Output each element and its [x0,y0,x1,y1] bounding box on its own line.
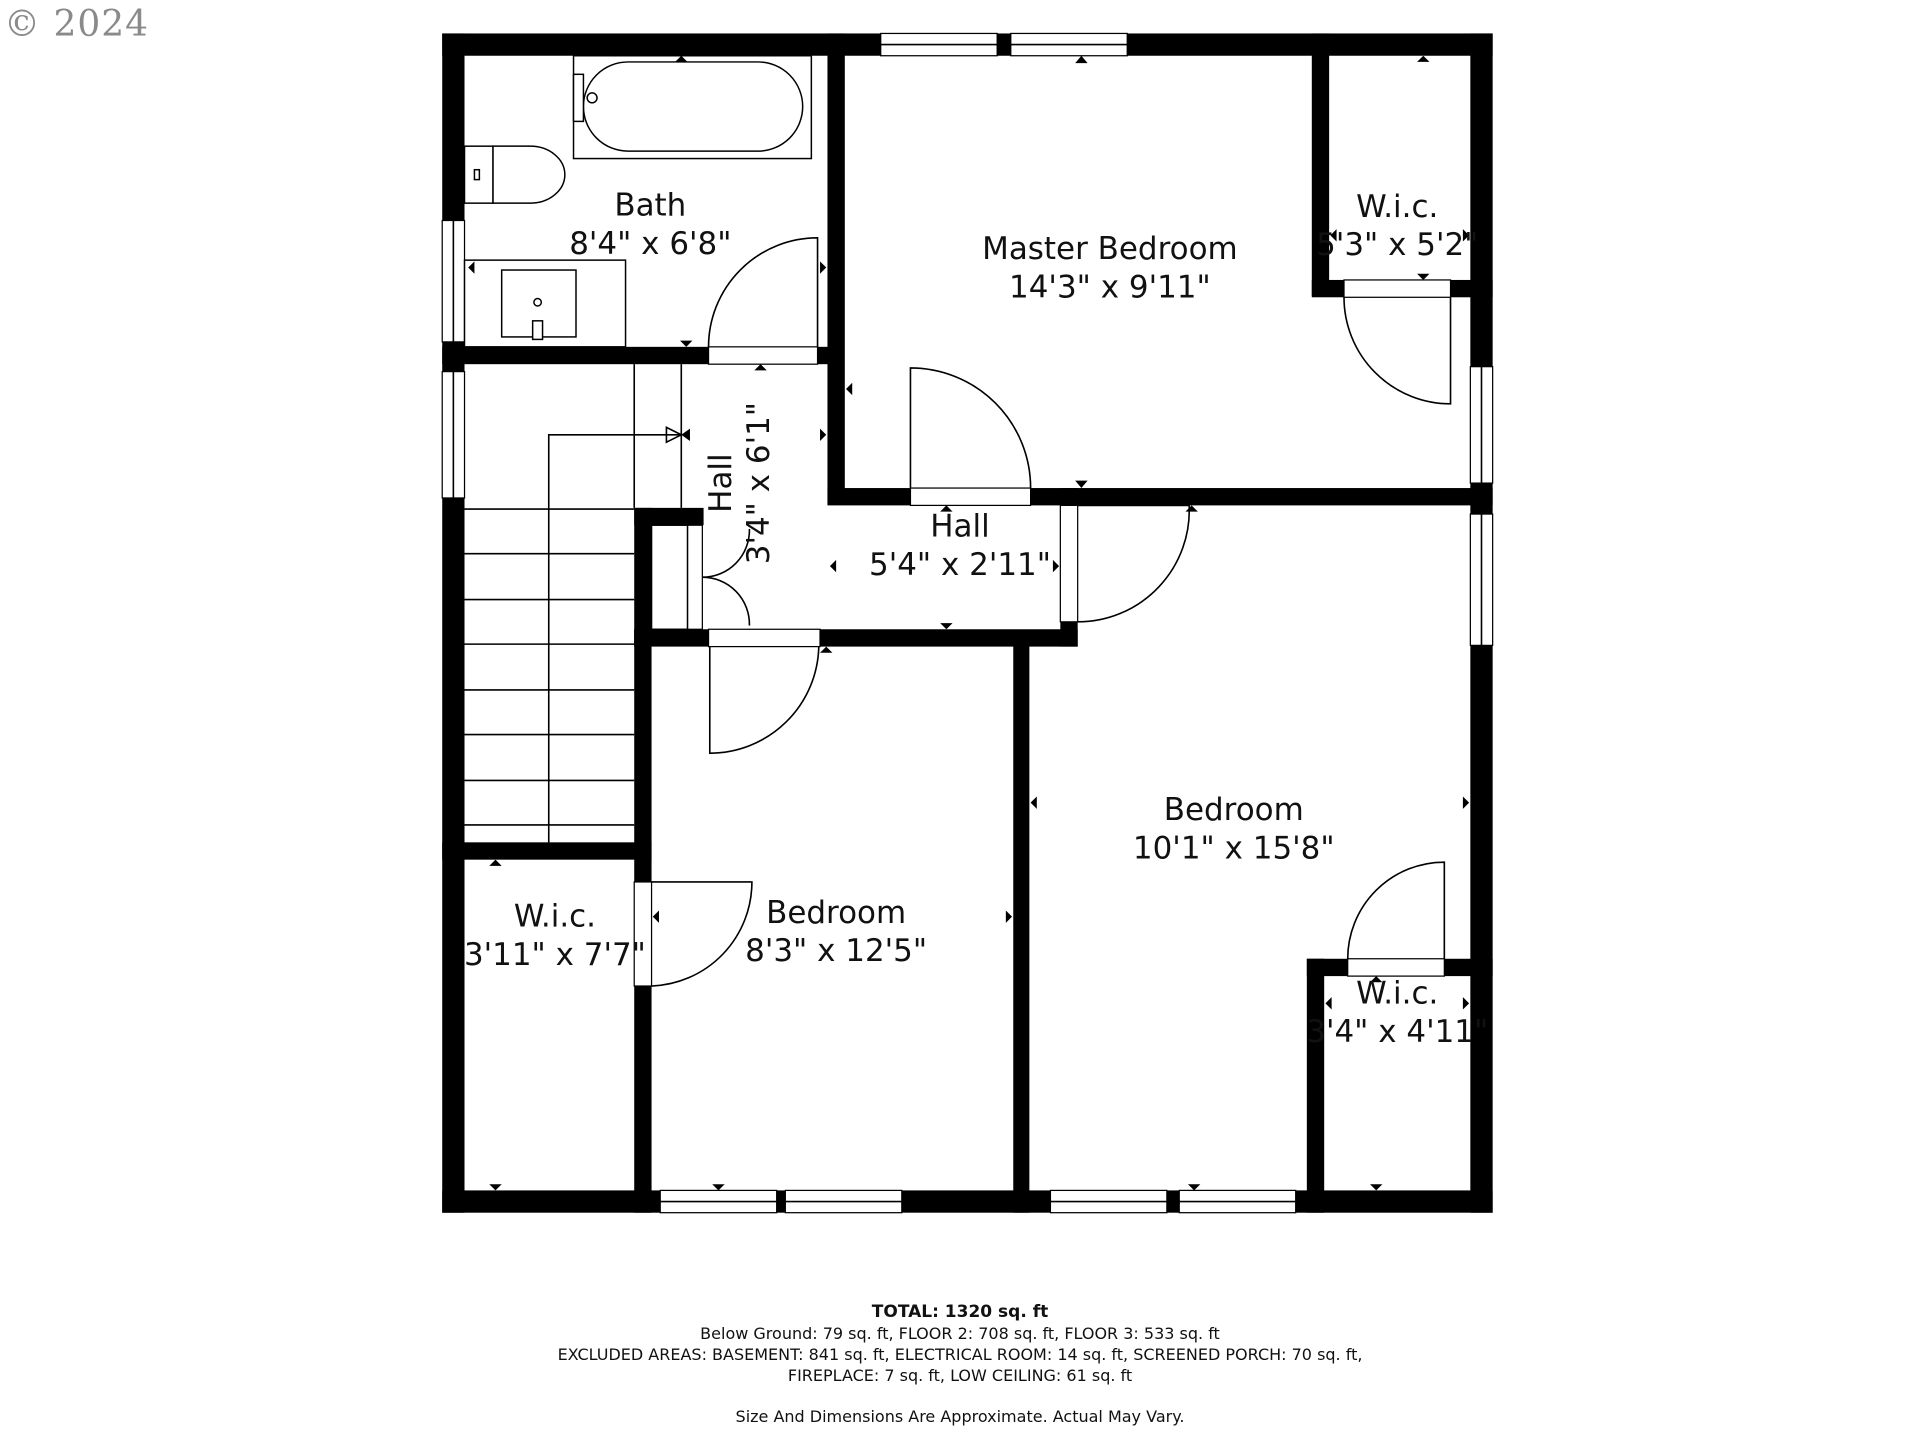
room-name: Bath [614,188,686,224]
room-name: W.i.c. [514,899,596,935]
room-name: Hall [703,453,739,512]
bath-fixtures [463,54,813,348]
toilet-bowl [492,145,566,204]
room-label-wic-right: W.i.c. 3'4" x 4'11" [1306,975,1488,1049]
room-label-master-bedroom: Master Bedroom 14'3" x 9'11" [982,231,1238,305]
room-label-bedroom-left: Bedroom 8'3" x 12'5" [745,895,927,969]
room-dimensions: 3'4" x 6'1" [741,402,777,564]
room-dimensions: 10'1" x 15'8" [1133,830,1335,866]
room-label-wic-left: W.i.c. 3'11" x 7'7" [464,899,646,973]
total-area: TOTAL: 1320 sq. ft [871,1302,1049,1322]
windows [441,32,1494,1214]
staircase [464,364,690,843]
room-name: W.i.c. [1356,189,1438,225]
faucet-icon [572,73,585,123]
room-dimensions: 3'4" x 4'11" [1306,1014,1488,1050]
room-dimensions: 14'3" x 9'11" [1009,269,1211,305]
disclaimer: Size And Dimensions Are Approximate. Act… [735,1407,1185,1426]
room-dimensions: 8'4" x 6'8" [569,226,731,262]
room-name: Master Bedroom [982,231,1238,267]
doors [633,237,1452,987]
floor-areas: Below Ground: 79 sq. ft, FLOOR 2: 708 sq… [700,1324,1220,1343]
room-name: Bedroom [1164,792,1304,828]
room-dimensions: 8'3" x 12'5" [745,933,927,969]
dimension-markers [468,55,1470,1191]
excluded-areas-line1: EXCLUDED AREAS: BASEMENT: 841 sq. ft, EL… [557,1345,1363,1364]
room-name: Bedroom [766,895,906,931]
room-name: W.i.c. [1356,975,1438,1011]
room-label-master-wic: W.i.c. 5'3" x 5'2" [1316,189,1478,263]
copyright-watermark: © 2024 [4,4,150,45]
room-label-hall-vertical: Hall 3'4" x 6'1" [703,402,777,564]
room-name: Hall [930,508,989,544]
excluded-areas-line2: FIREPLACE: 7 sq. ft, LOW CEILING: 61 sq.… [787,1366,1133,1385]
room-label-bath: Bath 8'4" x 6'8" [569,188,731,262]
room-label-bedroom-right: Bedroom 10'1" x 15'8" [1133,792,1335,866]
room-dimensions: 3'11" x 7'7" [464,937,646,973]
room-dimensions: 5'4" x 2'11" [869,547,1051,583]
room-dimensions: 5'3" x 5'2" [1316,227,1478,263]
toilet-tank [463,145,494,204]
room-label-hall-horizontal: Hall 5'4" x 2'11" [869,508,1051,582]
